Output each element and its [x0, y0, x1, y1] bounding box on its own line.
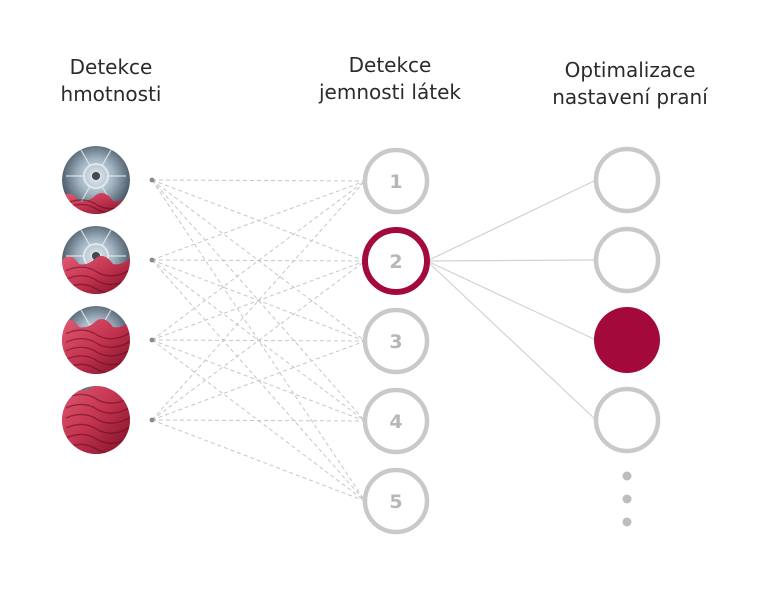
dashed-link-3-2 [151, 260, 366, 341]
dashed-link-4-3 [151, 340, 366, 421]
softness-node-5: 5 [362, 467, 430, 535]
load-level-2-connector-dot [149, 257, 155, 263]
heading-weight-detection: Detekce hmotnosti [1, 54, 221, 108]
softness-node-ring [362, 147, 430, 215]
heading-softness-line1: Detekce [348, 53, 432, 77]
dashed-link-2-5 [151, 259, 366, 502]
softness-node-ring [362, 387, 430, 455]
optimization-node-3 [594, 307, 660, 373]
load-level-4-image [62, 386, 130, 454]
dashed-link-1-4 [151, 179, 366, 422]
softness-node-ring [362, 307, 430, 375]
ellipsis-dot-3 [622, 517, 632, 527]
softness-node-2: 2 [362, 227, 430, 295]
softness-node-ring [362, 467, 430, 535]
optimization-node-column [593, 146, 661, 454]
dashed-link-4-5 [151, 419, 366, 502]
optimization-node-2 [593, 226, 661, 294]
optimization-node-1 [593, 146, 661, 214]
solid-link-2 [426, 259, 597, 262]
dashed-link-2-2 [151, 259, 366, 262]
more-options-ellipsis [622, 471, 632, 527]
dashed-link-2-1 [151, 180, 366, 261]
heading-softness-detection: Detekce jemnosti látek [280, 52, 500, 106]
dashed-link-3-3 [151, 339, 366, 342]
softness-node-label: 5 [389, 491, 402, 513]
heading-optimization-line1: Optimalizace [564, 58, 696, 82]
heading-weight-line2: hmotnosti [60, 82, 162, 106]
load-level-4-connector-dot [149, 417, 155, 423]
softness-node-label: 1 [389, 171, 402, 193]
softness-node-4: 4 [362, 387, 430, 455]
solid-link-4 [426, 260, 597, 421]
dashed-link-4-4 [151, 419, 366, 422]
load-level-column [62, 146, 155, 454]
softness-node-label: 3 [389, 331, 402, 353]
dashed-link-4-1 [151, 180, 366, 421]
softness-node-3: 3 [362, 307, 430, 375]
heading-wash-optimization: Optimalizace nastavení praní [520, 57, 740, 111]
connection-lines [151, 179, 597, 502]
softness-node-ring [362, 227, 430, 295]
softness-node-label: 4 [389, 411, 402, 433]
heading-weight-line1: Detekce [69, 55, 153, 79]
load-level-1-connector-dot [149, 177, 155, 183]
dashed-link-3-1 [151, 180, 366, 341]
load-level-2-image [62, 226, 130, 294]
heading-softness-line2: jemnosti látek [319, 80, 461, 104]
ellipsis-dot-2 [622, 494, 632, 504]
heading-optimization-line2: nastavení praní [552, 85, 708, 109]
load-level-3-connector-dot [149, 337, 155, 343]
softness-node-column: 1 2 3 4 5 [362, 147, 430, 535]
solid-link-3 [426, 260, 597, 341]
ellipsis-dot-1 [622, 471, 632, 481]
optimization-node-4 [593, 386, 661, 454]
softness-node-1: 1 [362, 147, 430, 215]
load-level-1-image [62, 146, 130, 214]
dashed-link-4-2 [151, 260, 366, 421]
softness-node-label: 2 [389, 251, 402, 273]
solid-link-1 [426, 179, 597, 262]
dashed-link-1-1 [151, 179, 366, 182]
load-level-3-image [62, 306, 130, 374]
